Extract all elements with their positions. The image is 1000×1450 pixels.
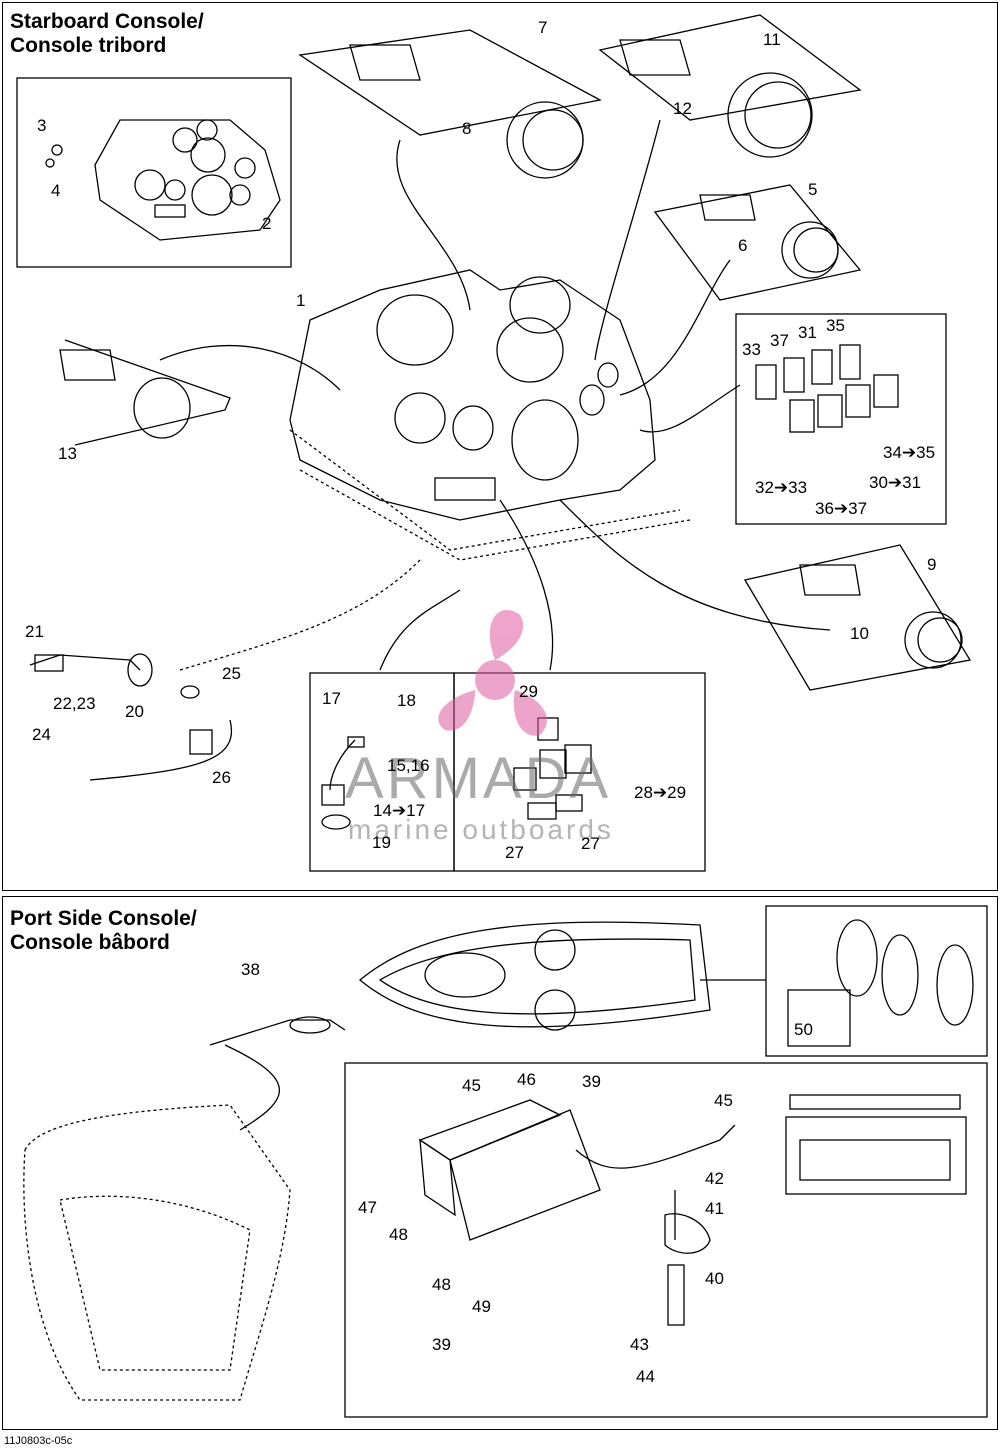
callout-48a: 48 [389,1225,408,1244]
callout-40: 40 [705,1269,724,1288]
callout-20: 20 [125,702,144,721]
callout-9: 9 [927,555,937,574]
figure-code: 11J0803c-05c [4,1435,73,1447]
callout-47: 47 [358,1198,377,1217]
port-section-frame [2,896,998,1430]
callout-45b: 45 [714,1091,733,1110]
callout-49: 49 [472,1297,491,1316]
speaker-inset-box [765,905,988,1057]
callout-41: 41 [705,1199,724,1218]
callout-24: 24 [32,725,51,744]
port-console-title: Port Side Console/ Console bâbord [10,907,197,954]
callout-45a: 45 [462,1076,481,1095]
callout-25: 25 [222,664,241,683]
callout-11: 11 [763,30,781,49]
callout-46: 46 [517,1070,536,1089]
callout-1: 1 [296,291,306,310]
callout-36: 36➔37 [815,499,868,518]
starboard-section-frame [2,2,998,891]
callout-22: 22,23 [53,694,96,713]
callout-30: 30➔31 [869,473,922,492]
callout-26: 26 [212,768,231,787]
callout-8: 8 [462,119,472,138]
watermark-subtitle: marine outboards [348,814,614,845]
starboard-console-title: Starboard Console/ Console tribord [10,10,204,57]
callout-21: 21 [25,622,44,641]
callout-17: 17 [322,689,341,708]
callout-43: 43 [630,1335,649,1354]
callout-31: 31 [798,323,817,342]
callout-18: 18 [397,691,416,710]
callout-14: 14➔17 [373,801,426,820]
callout-37: 37 [770,331,789,350]
callout-50: 50 [794,1020,813,1039]
callout-38: 38 [241,960,260,979]
callout-39b: 39 [432,1335,451,1354]
stereo-face-box [785,1116,967,1195]
callout-29: 29 [519,682,538,701]
callout-34: 34➔35 [883,443,936,462]
callout-39a: 39 [582,1072,601,1091]
callout-15: 15,16 [387,756,430,775]
bezel-inset-box [16,77,292,268]
callout-3: 3 [37,116,47,135]
callout-48b: 48 [432,1275,451,1294]
callout-44: 44 [636,1367,655,1386]
callout-32: 32➔33 [755,478,808,497]
callout-2: 2 [262,214,272,233]
callout-28: 28➔29 [634,783,687,802]
callout-42: 42 [705,1169,724,1188]
callout-13: 13 [58,444,77,463]
watermark-brand: ARMADA [345,746,612,811]
callout-27b: 27 [581,834,600,853]
switch-inset-box [735,313,947,525]
callout-10: 10 [850,624,869,643]
callout-27a: 27 [505,843,524,862]
start-stop-inset-box [453,672,706,872]
callout-33: 33 [742,340,761,359]
callout-19: 19 [372,833,391,852]
callout-4: 4 [51,181,61,200]
stereo-inset-box [344,1062,988,1418]
callout-5: 5 [808,180,818,199]
callout-7: 7 [538,18,548,37]
callout-35: 35 [826,316,845,335]
callout-6: 6 [738,236,748,255]
callout-12: 12 [673,99,692,118]
